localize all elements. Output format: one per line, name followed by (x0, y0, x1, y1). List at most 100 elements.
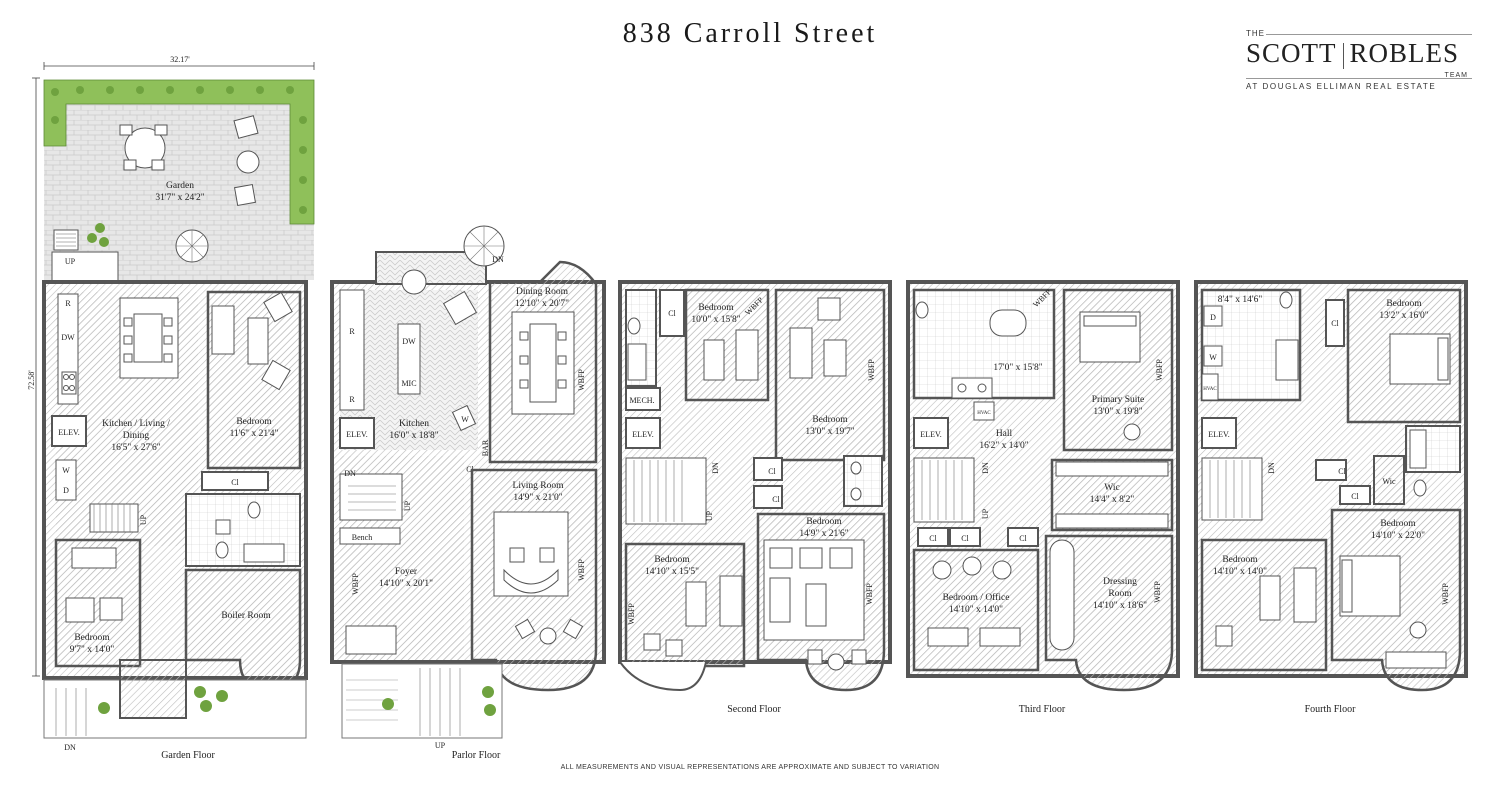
parlor-w-label: W (461, 415, 469, 424)
garden-dn-label: DN (64, 743, 76, 752)
third-office-name: Bedroom / Office (943, 592, 1010, 603)
second-bedroom-b-size: 13'0" x 19'7" (805, 427, 854, 437)
garden-size: 31'7" x 24'2" (155, 193, 204, 203)
parlor-dining-name: Dining Room (516, 287, 569, 297)
garden-kitchen-name: Kitchen / Living / (102, 419, 170, 429)
parlor-kitchen-size: 16'0" x 18'8" (389, 431, 438, 441)
second-mech-label: MECH. (629, 396, 654, 405)
garden-depth-dimension: 72.58' (27, 370, 36, 390)
second-stair-up: UP (705, 510, 714, 521)
disclaimer: ALL MEASUREMENTS AND VISUAL REPRESENTATI… (560, 764, 940, 771)
second-stair-dn: DN (711, 462, 720, 474)
garden-width-dimension: 32.17' (170, 55, 190, 64)
logo-rule-bottom (1246, 78, 1472, 79)
third-hall-size: 16'2" x 14'0" (979, 441, 1028, 451)
parlor-living-name: Living Room (513, 481, 565, 491)
third-hall-name: Hall (996, 429, 1013, 439)
parlor-foyer-name: Foyer (395, 567, 418, 577)
second-closet-c: Cl (772, 495, 780, 504)
parlor-foyer-size: 14'10" x 20'1" (379, 579, 433, 589)
parlor-living-size: 14'9" x 21'0" (513, 493, 562, 503)
third-office-size: 14'10" x 14'0" (949, 605, 1003, 615)
third-closet-c: Cl (1019, 534, 1027, 543)
parlor-closet-label: Cl (466, 465, 474, 474)
third-primary-size: 13'0" x 19'8" (1093, 407, 1142, 417)
third-dressing-size: 14'10" x 18'6" (1093, 601, 1147, 611)
fourth-floor-label: Fourth Floor (1305, 704, 1357, 715)
second-bedroom-a-size: 10'0" x 15'8" (691, 315, 740, 325)
parlor-fridge-label: R (349, 327, 355, 336)
garden-floor-label: Garden Floor (161, 750, 215, 761)
garden-bedroom-rear-name: Bedroom (236, 417, 272, 427)
parlor-stair-dn: DN (344, 469, 356, 478)
fourth-bedroom-a-size: 13'2" x 16'0" (1379, 311, 1428, 321)
fourth-floor-plan: 8'4" x 14'6" D W HVAC Cl Bedroom 13'2" x… (1194, 280, 1468, 715)
second-floor-plan: MECH. ELEV. Cl Bedroom 10'0" x 15'8" WBF… (618, 280, 892, 715)
page-title: 838 Carroll Street (622, 18, 878, 49)
second-closet-b: Cl (768, 467, 776, 476)
logo-rule-top (1266, 34, 1472, 35)
third-dressing-name: Dressing (1103, 577, 1137, 587)
fourth-wic-label: Wic (1382, 477, 1395, 486)
second-floor-label: Second Floor (727, 704, 781, 715)
parlor-dining-size: 12'10" x 20'7" (515, 299, 569, 309)
third-stair-dn: DN (981, 462, 990, 474)
third-dressing-wbfp: WBFP (1153, 581, 1162, 603)
parlor-dishwasher-label: DW (402, 337, 416, 346)
garden-boiler-room: Boiler Room (221, 611, 271, 621)
fourth-closet-c: Cl (1351, 492, 1359, 501)
third-floor-plan: 17'0" x 15'8" WBFP Primary Suite 13'0" x… (906, 280, 1180, 715)
parlor-floor-label: Parlor Floor (452, 750, 501, 761)
garden-stair-up: UP (139, 514, 148, 525)
third-closet-a: Cl (929, 534, 937, 543)
garden-floor-plan: 32.17' 72.58' Garden 31'7" x 24'2 (27, 55, 315, 761)
third-primary-wbfp: WBFP (1155, 359, 1164, 381)
second-bedroom-b-wbfp: WBFP (867, 359, 876, 381)
logo-team: TEAM (1444, 72, 1468, 79)
fourth-bedroom-c-size: 14'10" x 14'0" (1213, 567, 1267, 577)
parlor-fridge2-label: R (349, 395, 355, 404)
third-elevator-label: ELEV. (920, 430, 941, 439)
third-floor-label: Third Floor (1019, 704, 1066, 715)
fourth-bedroom-b-size: 14'10" x 22'0" (1371, 531, 1425, 541)
fourth-laundry-size: 8'4" x 14'6" (1218, 295, 1263, 305)
third-stair-up: UP (981, 508, 990, 519)
second-bedroom-c-name: Bedroom (654, 555, 690, 565)
parlor-living-wbfp: WBFP (577, 559, 586, 581)
parlor-microwave-label: MIC (401, 379, 416, 388)
garden-dryer-label: D (63, 486, 69, 495)
second-bedroom-a-name: Bedroom (698, 303, 734, 313)
fourth-stair-dn: DN (1267, 462, 1276, 474)
third-dressing-name2: Room (1108, 589, 1132, 599)
second-bedroom-d-wbfp: WBFP (865, 583, 874, 605)
parlor-bench-label: Bench (352, 533, 372, 542)
parlor-foyer-wbfp: WBFP (351, 573, 360, 595)
fourth-elevator-label: ELEV. (1208, 430, 1229, 439)
garden-kitchen-size: 16'5" x 27'6" (111, 443, 160, 453)
garden-closet-label: Cl (231, 478, 239, 487)
third-primary-name: Primary Suite (1092, 395, 1145, 405)
garden-bedroom-front-name: Bedroom (74, 633, 110, 643)
fourth-dryer-label: D (1210, 313, 1216, 322)
third-hvac-label: HVAC (977, 411, 991, 416)
logo-right: ROBLES (1349, 38, 1460, 68)
parlor-floor-plan: DN R R DW MIC Kitchen 16'0" x 18'8" ELEV… (330, 225, 606, 761)
parlor-spiral-dn: DN (492, 255, 504, 264)
garden-fridge-label: R (65, 299, 71, 308)
garden-washer-label: W (62, 466, 70, 475)
garden-bedroom-rear-size: 11'6" x 21'4" (230, 429, 279, 439)
second-bedroom-c-wbfp: WBFP (627, 603, 636, 625)
third-wic-size: 14'4" x 8'2" (1090, 495, 1135, 505)
logo-left: SCOTT (1246, 38, 1337, 68)
fourth-bedroom-c-name: Bedroom (1222, 555, 1258, 565)
fourth-hvac-label: HVAC (1203, 387, 1217, 392)
second-bedroom-c-size: 14'10" x 15'5" (645, 567, 699, 577)
fourth-bedroom-b-wbfp: WBFP (1441, 583, 1450, 605)
garden-dishwasher-label: DW (61, 333, 75, 342)
fourth-bedroom-a-name: Bedroom (1386, 299, 1422, 309)
fourth-washer-label: W (1209, 353, 1217, 362)
parlor-elevator-label: ELEV. (346, 430, 367, 439)
